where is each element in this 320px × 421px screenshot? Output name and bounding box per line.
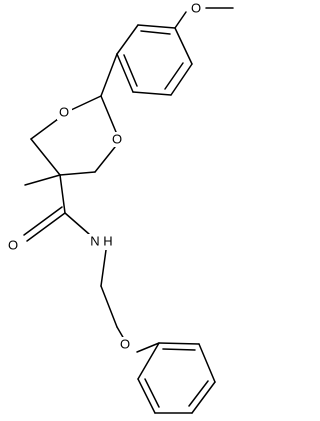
bond-ch2-quat-left (30, 138, 61, 176)
bond-aryl-5-inner (164, 62, 184, 90)
bond-phenyl-5 (137, 378, 156, 414)
bond-aryl-3-inner (123, 54, 138, 87)
bond-ch2-ch2 (100, 285, 118, 328)
bond-quat-carbonyl (59, 174, 66, 214)
bond-methoxy-ring (174, 11, 187, 29)
bond-phenyl-1 (158, 342, 200, 345)
ether-oxygen-label: O (120, 336, 130, 351)
bond-aryl-acetal (100, 53, 118, 97)
structure-diagram: O O O O N H O (6, 0, 234, 414)
amide-hydrogen-label: H (103, 233, 112, 248)
ring-oxygen-2-label: O (112, 131, 122, 146)
bond-phenyl-5-inner (144, 378, 160, 408)
bond-quat-methyl (24, 174, 61, 186)
bond-oether-phenyl (136, 342, 160, 353)
bond-aryl-6 (174, 27, 193, 65)
bond-aryl-1-inner (140, 30, 171, 35)
bond-layer (23, 7, 234, 414)
bond-o2-ch2 (94, 146, 116, 173)
bond-carbonyl-o-1 (26, 212, 66, 242)
bond-aryl-4 (132, 91, 172, 96)
bond-phenyl-2 (198, 343, 216, 383)
carbonyl-oxygen-label: O (8, 237, 18, 252)
bond-aryl-2 (116, 24, 139, 55)
atom-label-layer: O O O O N H O (6, 0, 204, 352)
methoxy-oxygen-label: O (191, 0, 201, 15)
molecule-canvas: O O O O N H O (6, 0, 234, 414)
bond-acetal-o2 (100, 95, 117, 133)
amide-nitrogen-label: N (90, 233, 99, 248)
bond-phenyl-3-inner (188, 380, 209, 407)
bond-carbonyl-n (64, 212, 90, 235)
bond-phenyl-3 (191, 381, 216, 414)
bond-aryl-1 (137, 24, 176, 29)
ring-oxygen-1-label: O (59, 104, 69, 119)
bond-ch2-quat-right (59, 171, 96, 176)
bond-phenyl-1-inner (162, 348, 196, 351)
bond-aryl-5 (170, 63, 193, 96)
bond-acetal-o1 (70, 95, 102, 111)
bond-carbonyl-o-2 (23, 206, 63, 236)
bond-n-ch2 (100, 249, 107, 287)
bond-o1-ch2 (30, 118, 59, 140)
bond-phenyl-6 (137, 342, 160, 380)
bond-aryl-3 (116, 53, 134, 93)
